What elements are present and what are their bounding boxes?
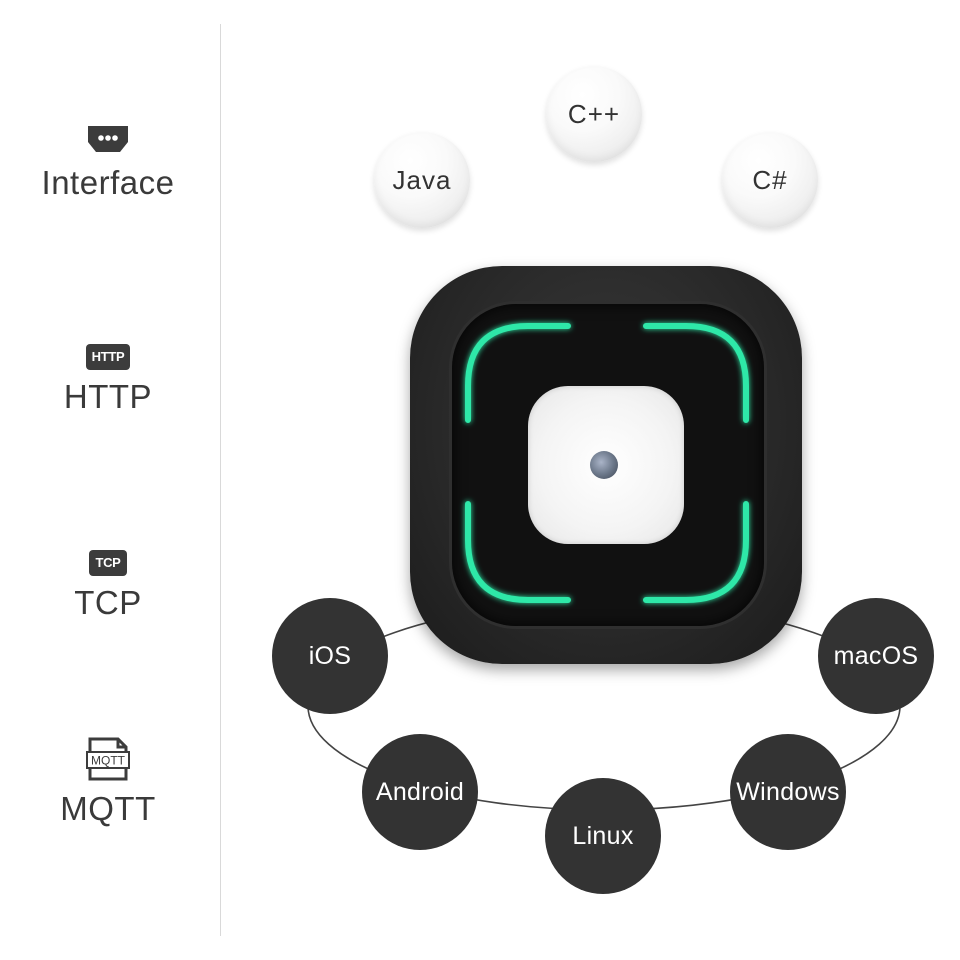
platform-label: macOS: [833, 641, 919, 670]
sidebar-item-label: MQTT: [60, 790, 156, 827]
sidebar-item-label: HTTP: [63, 378, 153, 415]
mqtt-icon: MQTT: [0, 737, 216, 782]
platform-android: Android: [362, 734, 478, 850]
language-bubble-csharp: C#: [722, 132, 818, 228]
camera-lens: [590, 451, 618, 479]
platform-ios: iOS: [272, 598, 388, 714]
language-label: Java: [392, 164, 452, 195]
language-label: C++: [567, 98, 621, 129]
sidebar-item-label: TCP: [74, 584, 142, 621]
platform-label: Linux: [572, 821, 634, 850]
http-icon: HTTP: [85, 344, 131, 370]
platform-linux: Linux: [545, 778, 661, 894]
svg-text:MQTT: MQTT: [91, 754, 126, 768]
platform-label: Windows: [736, 777, 840, 806]
platform-windows: Windows: [730, 734, 846, 850]
language-bubble-cpp: C++: [546, 66, 642, 162]
language-bubble-java: Java: [374, 132, 470, 228]
platform-label: iOS: [308, 641, 352, 670]
sidebar-item-http: HTTP HTTP: [0, 336, 216, 416]
language-label: C#: [752, 164, 788, 195]
interface-icon: [0, 122, 216, 156]
sidebar-item-mqtt: MQTT MQTT: [0, 737, 216, 828]
platform-macos: macOS: [818, 598, 934, 714]
tcp-icon: TCP: [89, 550, 127, 576]
platform-label: Android: [375, 777, 465, 806]
sidebar-item-tcp: TCP TCP: [0, 542, 216, 622]
sidebar-item-label: Interface: [41, 164, 175, 201]
sidebar-divider: [220, 24, 221, 936]
sidebar-item-interface: Interface: [0, 122, 216, 202]
